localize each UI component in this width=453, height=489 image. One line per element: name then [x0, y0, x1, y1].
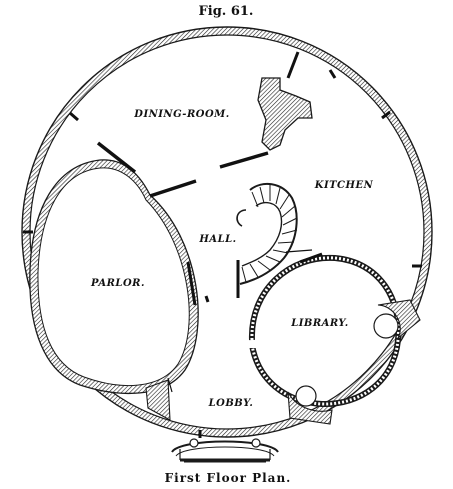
room-label-hall: HALL. — [198, 234, 236, 245]
room-label-kitchen: KITCHEN — [314, 180, 374, 191]
room-label-library: LIBRARY. — [290, 318, 349, 329]
room-label-lobby: LOBBY. — [208, 398, 254, 409]
entrance-porch — [171, 438, 279, 463]
library-closets — [287, 299, 421, 425]
interior-partitions — [96, 141, 269, 198]
parlor-walls — [29, 159, 199, 395]
lobby-wedges — [145, 377, 173, 421]
room-label-dining-room: DINING-ROOM. — [133, 109, 229, 120]
spiral-staircase — [236, 182, 298, 298]
figure-caption: First Floor Plan. — [165, 471, 292, 485]
window-marks — [23, 69, 422, 438]
figure-title: Fig. 61. — [199, 4, 254, 19]
chimney-block — [257, 51, 313, 151]
parlor-door — [186, 261, 210, 306]
room-label-parlor: PARLOR. — [90, 278, 145, 289]
